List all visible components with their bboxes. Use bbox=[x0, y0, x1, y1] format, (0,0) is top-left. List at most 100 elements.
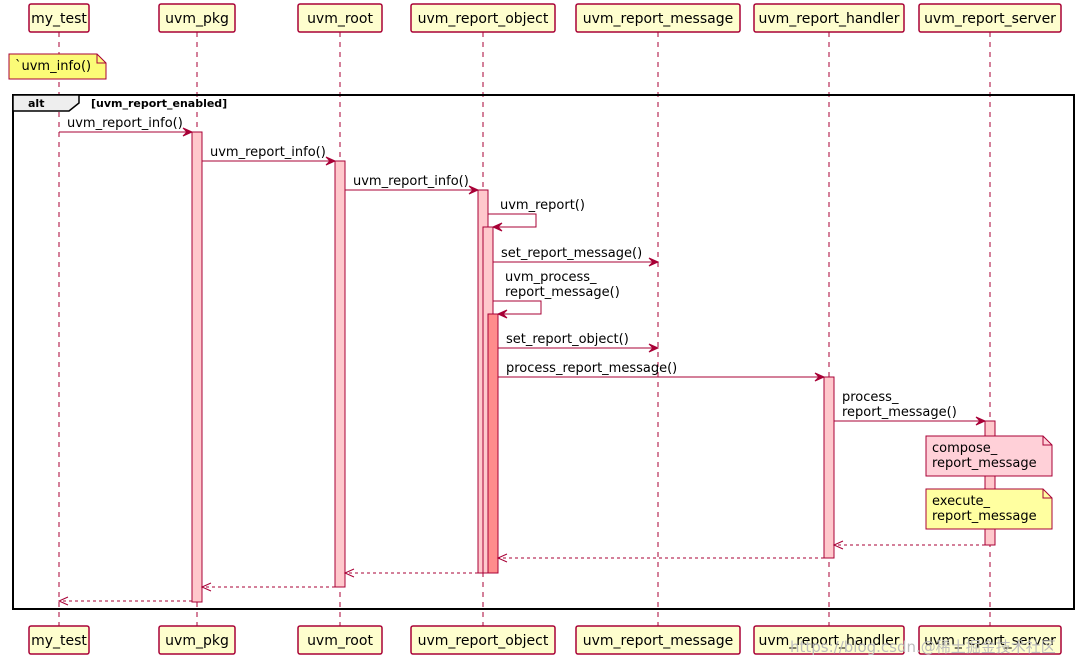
participant-label: uvm_pkg bbox=[165, 11, 229, 27]
activation-bar-uvm_report_object-5 bbox=[487, 313, 499, 574]
participants: my_test my_test uvm_pkg uvm_pkg uvm_root uvm_… bbox=[28, 3, 1062, 655]
notes: `uvm_info()compose_report_messageexecute… bbox=[8, 53, 1053, 530]
message-2: uvm_report_info() bbox=[202, 145, 337, 166]
note-fold bbox=[96, 54, 106, 64]
participant-uvm_report_handler-top: uvm_report_handler bbox=[753, 3, 905, 33]
arrow-head bbox=[648, 257, 660, 267]
activations bbox=[191, 131, 996, 603]
arrow-head bbox=[496, 553, 508, 563]
message-12 bbox=[343, 568, 478, 578]
activation-bar-uvm_pkg-1 bbox=[191, 131, 203, 603]
participant-uvm_report_server-bottom: uvm_report_server bbox=[918, 625, 1062, 655]
arrow-head bbox=[468, 185, 480, 195]
message-label: uvm_report() bbox=[500, 198, 585, 213]
message-label: uvm_report_info() bbox=[353, 174, 469, 189]
alt-fragment: alt [uvm_report_enabled] bbox=[12, 94, 1075, 610]
participant-box bbox=[28, 625, 90, 655]
message-10 bbox=[832, 540, 985, 550]
participant-label: uvm_report_object bbox=[418, 633, 549, 649]
participant-label: uvm_report_handler bbox=[758, 633, 899, 649]
self-call-arrow-line bbox=[493, 300, 542, 315]
message-label: uvm_report_info() bbox=[67, 116, 183, 131]
participant-uvm_report_server-top: uvm_report_server bbox=[918, 3, 1062, 33]
message-9: process_report_message() bbox=[834, 390, 987, 426]
arrow-head bbox=[648, 343, 660, 353]
participant-label: my_test bbox=[31, 633, 87, 649]
arrow-head bbox=[182, 127, 194, 137]
participant-box bbox=[575, 3, 741, 33]
note-text: execute_ bbox=[932, 494, 991, 509]
participant-uvm_root-top: uvm_root bbox=[297, 3, 383, 33]
fragment-keyword: alt bbox=[28, 97, 44, 110]
participant-label: uvm_report_server bbox=[924, 11, 1056, 27]
message-8: process_report_message() bbox=[498, 361, 826, 382]
arrow-head bbox=[200, 582, 212, 592]
message-4: uvm_report() bbox=[488, 198, 585, 232]
message-label: set_report_message() bbox=[501, 246, 642, 261]
participant-box bbox=[28, 3, 90, 33]
participant-box bbox=[158, 3, 236, 33]
participant-uvm_report_handler-bottom: uvm_report_handler bbox=[753, 625, 905, 655]
arrow-head bbox=[491, 222, 503, 232]
note-compose-report-message: compose_report_message bbox=[925, 435, 1053, 477]
message-label: set_report_object() bbox=[506, 332, 629, 347]
note-fold bbox=[1042, 489, 1052, 499]
participant-label: uvm_report_message bbox=[583, 11, 733, 27]
self-call-arrow-line bbox=[488, 213, 537, 228]
arrow-head bbox=[832, 540, 844, 550]
message-3: uvm_report_info() bbox=[345, 174, 480, 195]
activation-bar-uvm_report_handler-6 bbox=[823, 376, 835, 559]
note-body bbox=[8, 53, 107, 80]
participant-box bbox=[410, 3, 556, 33]
note-body bbox=[925, 488, 1053, 530]
participant-label: uvm_report_server bbox=[924, 633, 1056, 649]
participant-uvm_pkg-bottom: uvm_pkg bbox=[158, 625, 236, 655]
message-14 bbox=[57, 596, 192, 606]
participant-label: my_test bbox=[31, 11, 87, 27]
message-11 bbox=[496, 553, 824, 563]
participant-uvm_root-bottom: uvm_root bbox=[297, 625, 383, 655]
message-5: set_report_message() bbox=[493, 246, 660, 267]
arrow-head bbox=[343, 568, 355, 578]
participant-label: uvm_root bbox=[307, 633, 373, 649]
note-uvm-info: `uvm_info() bbox=[8, 53, 107, 80]
participant-label: uvm_report_handler bbox=[758, 11, 899, 27]
participant-uvm_report_message-top: uvm_report_message bbox=[575, 3, 741, 33]
note-text: report_message bbox=[932, 456, 1037, 471]
participant-box bbox=[410, 625, 556, 655]
arrow-head bbox=[496, 309, 508, 319]
arrow-head bbox=[325, 156, 337, 166]
participant-uvm_pkg-top: uvm_pkg bbox=[158, 3, 236, 33]
message-label: report_message() bbox=[505, 285, 620, 300]
participant-label: uvm_pkg bbox=[165, 633, 229, 649]
message-label: report_message() bbox=[842, 405, 957, 420]
participant-my_test-top: my_test bbox=[28, 3, 90, 33]
participant-box bbox=[753, 3, 905, 33]
participant-uvm_report_message-bottom: uvm_report_message bbox=[575, 625, 741, 655]
note-text: `uvm_info() bbox=[15, 59, 91, 74]
messages: uvm_report_info() uvm_report_info() uvm_re… bbox=[57, 116, 987, 606]
participant-uvm_report_object-bottom: uvm_report_object bbox=[410, 625, 556, 655]
fragment-guard: [uvm_report_enabled] bbox=[91, 97, 227, 110]
note-text: compose_ bbox=[932, 441, 998, 456]
arrow-head bbox=[814, 372, 826, 382]
note-text: report_message bbox=[932, 509, 1037, 524]
participant-uvm_report_object-top: uvm_report_object bbox=[410, 3, 556, 33]
participant-box bbox=[753, 625, 905, 655]
participant-label: uvm_report_message bbox=[583, 633, 733, 649]
participant-label: uvm_root bbox=[307, 11, 373, 27]
participant-box bbox=[918, 3, 1062, 33]
message-label: uvm_report_info() bbox=[210, 145, 326, 160]
participant-box bbox=[575, 625, 741, 655]
participant-my_test-bottom: my_test bbox=[28, 625, 90, 655]
participant-box bbox=[297, 3, 383, 33]
message-1: uvm_report_info() bbox=[59, 116, 194, 137]
fragment-tab bbox=[12, 94, 80, 112]
participant-label: uvm_report_object bbox=[418, 11, 549, 27]
note-fold bbox=[1042, 436, 1052, 446]
note-execute-report-message: execute_report_message bbox=[925, 488, 1053, 530]
activation-bar-uvm_report_server-7 bbox=[984, 420, 996, 546]
arrow-head bbox=[57, 596, 69, 606]
message-7: set_report_object() bbox=[498, 332, 660, 353]
